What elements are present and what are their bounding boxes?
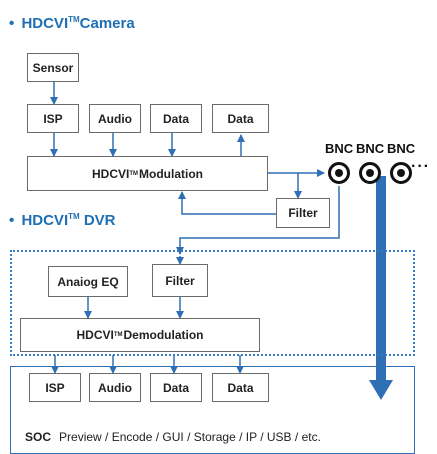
modulation-tm: TM [129, 170, 139, 177]
camera-data-label: Data [162, 111, 189, 126]
soc-data-box: Data [150, 373, 202, 402]
camera-filter-label: Filter [288, 206, 318, 220]
dvr-section-frame [10, 250, 415, 356]
soc-data-box-2: Data [212, 373, 269, 402]
analog-eq-label: Anaiog EQ [57, 274, 119, 289]
soc-data-label-2: Data [227, 380, 254, 395]
soc-data-label: Data [162, 380, 189, 395]
camera-isp-box: ISP [27, 104, 79, 133]
modulation-label-suffix: Modulation [139, 166, 203, 181]
soc-isp-box: ISP [29, 373, 81, 402]
dvr-title-brand: HDCVI [21, 212, 69, 229]
arrow-filter-to-modulation [178, 191, 276, 215]
camera-data-box: Data [150, 104, 202, 133]
demodulation-tm: TM [113, 332, 123, 338]
demodulation-label-suffix: Demodulation [123, 328, 204, 342]
big-arrow-shaft [376, 176, 386, 382]
camera-title-tm: TM [68, 15, 80, 24]
camera-audio-label: Audio [98, 111, 132, 126]
bnc-connector-icon-2 [359, 162, 381, 184]
camera-audio-box: Audio [89, 104, 141, 133]
demodulation-label-brand: HDCVI [76, 328, 114, 342]
camera-data-box-2: Data [212, 104, 269, 133]
more-connectors-ellipsis: ··· [411, 158, 430, 175]
dvr-filter-label: Filter [165, 273, 195, 288]
bnc-label-1: BNC [325, 141, 354, 156]
dvr-filter-box: Filter [152, 264, 208, 297]
bnc-connector-icon-3 [390, 162, 412, 184]
analog-eq-box: Anaiog EQ [48, 266, 128, 297]
sensor-label: Sensor [32, 60, 74, 75]
soc-description: SOC Preview / Encode / GUI / Storage / IP… [25, 430, 321, 444]
camera-filter-box: Filter [276, 198, 330, 228]
bnc-label-2: BNC [356, 141, 385, 156]
camera-data-label-2: Data [227, 111, 254, 126]
soc-isp-label: ISP [45, 380, 65, 395]
arrow-bnc-to-dvr [176, 186, 340, 255]
soc-audio-label: Audio [98, 380, 132, 395]
soc-label: SOC [25, 430, 52, 444]
sensor-box: Sensor [27, 53, 79, 82]
bnc-connector-icon [328, 162, 350, 184]
modulation-label-brand: HDCVI [92, 166, 130, 181]
camera-title-suffix: Camera [79, 15, 135, 32]
dvr-section-title: HDCVITM DVR [9, 208, 116, 230]
soc-audio-box: Audio [89, 373, 141, 402]
big-arrow-head [369, 380, 393, 400]
bnc-label-3: BNC [387, 141, 416, 156]
camera-isp-label: ISP [43, 111, 63, 126]
dvr-title-tm: TM [68, 212, 80, 221]
camera-title-brand: HDCVI [21, 15, 69, 32]
dvr-title-suffix: DVR [79, 212, 116, 229]
camera-section-title: HDCVITMCamera [9, 11, 135, 33]
soc-functions: Preview / Encode / GUI / Storage / IP / … [59, 430, 321, 444]
